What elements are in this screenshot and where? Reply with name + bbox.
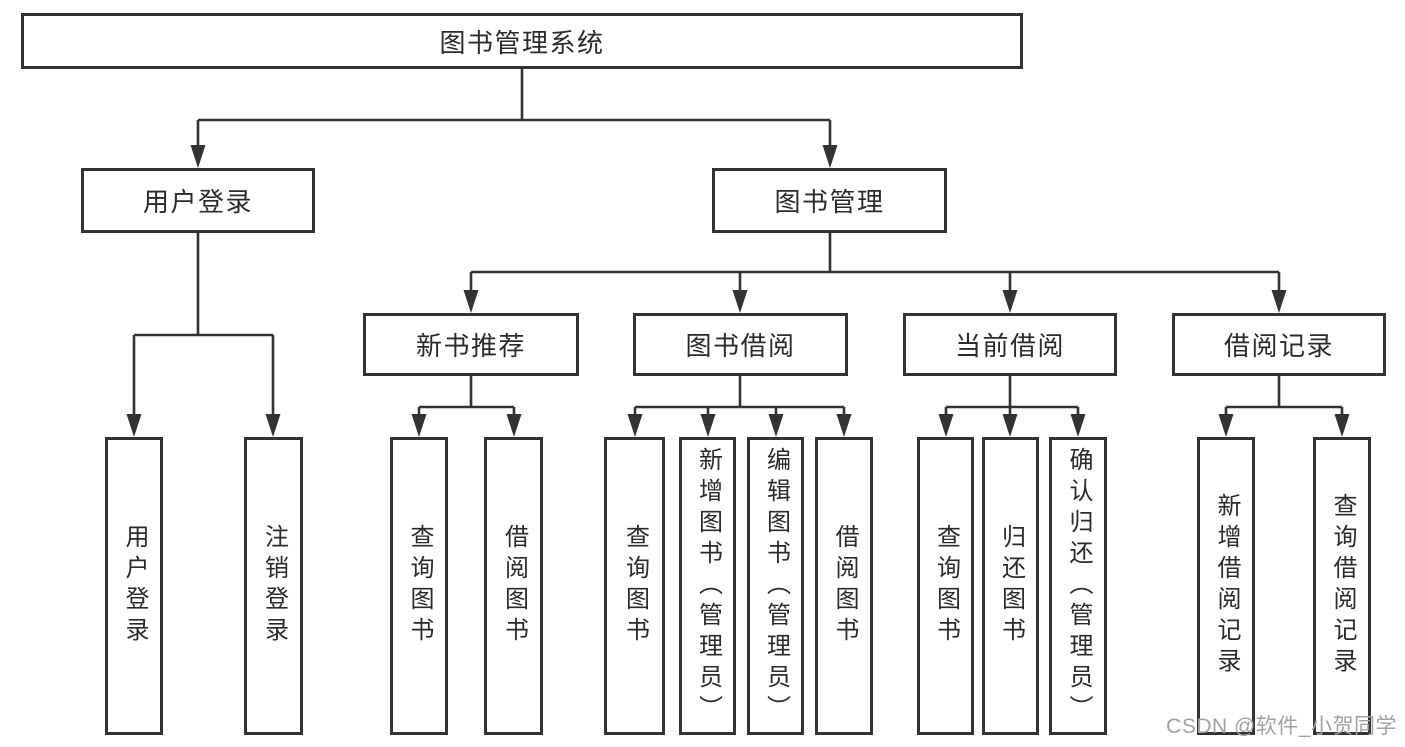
node-user-login: 用户登录 <box>81 168 315 233</box>
leaf-logout: 注销登录 <box>244 437 303 735</box>
node-new-book-recommend: 新书推荐 <box>363 313 579 376</box>
leaf-borrow-borrow-books: 借阅图书 <box>815 437 873 735</box>
leaf-current-return-books: 归还图书 <box>982 437 1039 735</box>
csdn-watermark: CSDN @软件_小贺同学 <box>1166 715 1397 738</box>
arrowheads <box>126 145 1350 437</box>
node-book-management: 图书管理 <box>712 168 947 233</box>
leaf-borrow-add-books-admin: 新增图书（管理员） <box>679 437 736 735</box>
leaf-user-login: 用户登录 <box>105 437 163 735</box>
node-borrow-records: 借阅记录 <box>1172 313 1386 376</box>
leaf-newbook-borrow-books: 借阅图书 <box>484 437 543 735</box>
leaf-records-query-record: 查询借阅记录 <box>1313 437 1371 735</box>
leaf-borrow-edit-books-admin: 编辑图书（管理员） <box>747 437 804 735</box>
node-book-borrow: 图书借阅 <box>633 313 848 376</box>
connector-lines <box>132 69 1344 415</box>
leaf-current-query-books: 查询图书 <box>917 437 974 735</box>
node-root: 图书管理系统 <box>21 13 1023 69</box>
node-current-borrow: 当前借阅 <box>903 313 1117 376</box>
leaf-borrow-query-books: 查询图书 <box>604 437 665 735</box>
leaf-newbook-query-books: 查询图书 <box>390 437 448 735</box>
leaf-current-confirm-return-admin: 确认归还（管理员） <box>1049 437 1107 735</box>
leaf-records-add-record: 新增借阅记录 <box>1197 437 1255 735</box>
